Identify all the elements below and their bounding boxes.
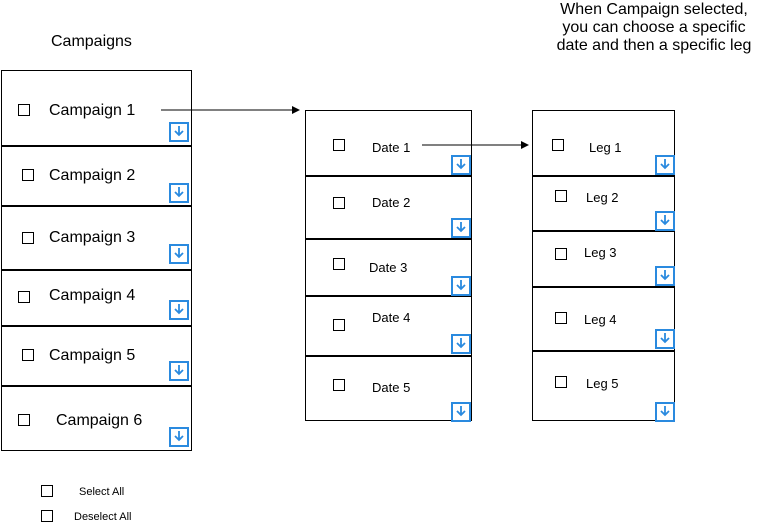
download-icon[interactable] [655, 155, 675, 175]
download-icon[interactable] [451, 402, 471, 422]
campaign-label: Campaign 4 [49, 287, 136, 304]
checkbox-icon[interactable] [555, 248, 567, 260]
explanation-note: When Campaign selected, you can choose a… [556, 1, 752, 54]
date-label: Date 1 [372, 140, 411, 155]
download-icon[interactable] [655, 211, 675, 231]
leg-panel: Leg 1 Leg 2 Leg 3 Leg 4 Leg 5 [532, 110, 675, 422]
download-icon[interactable] [169, 244, 189, 264]
checkbox-icon[interactable] [18, 414, 30, 426]
checkbox-icon[interactable] [22, 169, 34, 181]
campaign-label: Campaign 3 [49, 229, 136, 246]
campaign-row[interactable]: Campaign 5 [2, 327, 191, 387]
download-icon[interactable] [451, 218, 471, 238]
checkbox-icon[interactable] [22, 349, 34, 361]
date-panel: Date 1 Date 2 Date 3 Date 4 Date 5 [305, 110, 472, 422]
date-label: Date 3 [369, 260, 408, 275]
campaign-panel: Campaign 1 Campaign 2 Campaign 3 Campaig… [1, 70, 192, 451]
checkbox-icon[interactable] [18, 104, 30, 116]
date-row[interactable]: Date 3 [306, 240, 471, 297]
download-icon[interactable] [169, 300, 189, 320]
checkbox-icon[interactable] [333, 139, 345, 151]
leg-label: Leg 3 [584, 245, 617, 260]
campaign-label: Campaign 1 [49, 102, 136, 119]
download-icon[interactable] [169, 183, 189, 203]
checkbox-icon[interactable] [18, 291, 30, 303]
checkbox-icon[interactable] [333, 379, 345, 391]
download-icon[interactable] [169, 361, 189, 381]
date-row[interactable]: Date 1 [306, 111, 471, 177]
leg-row[interactable]: Leg 4 [533, 288, 675, 352]
download-icon[interactable] [655, 402, 675, 422]
date-row[interactable]: Date 5 [306, 357, 471, 422]
checkbox-icon[interactable] [333, 258, 345, 270]
leg-row[interactable]: Leg 3 [533, 232, 675, 288]
download-icon[interactable] [451, 334, 471, 354]
checkbox-icon[interactable] [555, 376, 567, 388]
campaign-label: Campaign 6 [56, 412, 143, 429]
date-label: Date 5 [372, 380, 411, 395]
campaign-row[interactable]: Campaign 4 [2, 271, 191, 327]
download-icon[interactable] [655, 329, 675, 349]
campaigns-heading: Campaigns [51, 33, 132, 50]
leg-label: Leg 5 [586, 376, 619, 391]
date-row[interactable]: Date 2 [306, 177, 471, 240]
campaign-label: Campaign 5 [49, 347, 136, 364]
leg-label: Leg 4 [584, 312, 617, 327]
campaign-row[interactable]: Campaign 1 [2, 71, 191, 147]
leg-label: Leg 2 [586, 190, 619, 205]
deselect-all-label[interactable]: Deselect All [74, 511, 132, 523]
download-icon[interactable] [655, 266, 675, 286]
leg-row[interactable]: Leg 2 [533, 177, 675, 232]
date-row[interactable]: Date 4 [306, 297, 471, 357]
campaign-row[interactable]: Campaign 3 [2, 207, 191, 271]
date-label: Date 4 [372, 310, 411, 325]
leg-row[interactable]: Leg 1 [533, 111, 675, 177]
checkbox-icon[interactable] [555, 312, 567, 324]
checkbox-icon[interactable] [22, 232, 34, 244]
deselect-all-checkbox[interactable] [41, 510, 53, 522]
campaign-row[interactable]: Campaign 6 [2, 387, 191, 452]
checkbox-icon[interactable] [333, 319, 345, 331]
download-icon[interactable] [451, 276, 471, 296]
leg-row[interactable]: Leg 5 [533, 352, 675, 422]
download-icon[interactable] [169, 427, 189, 447]
checkbox-icon[interactable] [333, 197, 345, 209]
campaign-label: Campaign 2 [49, 167, 136, 184]
leg-label: Leg 1 [589, 140, 622, 155]
download-icon[interactable] [169, 122, 189, 142]
checkbox-icon[interactable] [552, 139, 564, 151]
campaign-row[interactable]: Campaign 2 [2, 147, 191, 207]
date-label: Date 2 [372, 195, 411, 210]
select-all-label[interactable]: Select All [79, 486, 125, 498]
download-icon[interactable] [451, 155, 471, 175]
select-all-checkbox[interactable] [41, 485, 53, 497]
checkbox-icon[interactable] [555, 190, 567, 202]
